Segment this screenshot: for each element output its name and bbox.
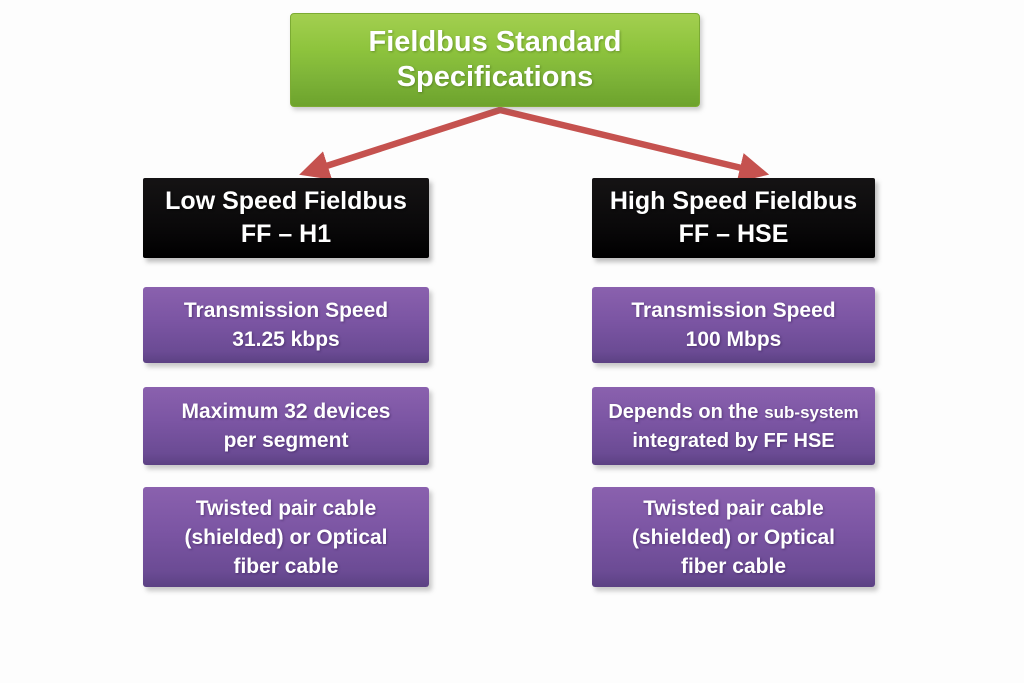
spec-text-line: (shielded) or Optical: [631, 525, 836, 549]
spec-text-line: Transmission Speed: [631, 299, 836, 322]
header-high-line-1: High Speed Fieldbus: [609, 187, 858, 215]
spec-low-max-devices: Maximum 32 devices per segment: [143, 387, 429, 465]
spec-text-line: 31.25 kbps: [232, 328, 340, 351]
spec-text-line: (shielded) or Optical: [184, 525, 388, 549]
spec-text-line: Depends on the sub-system: [608, 397, 858, 427]
spec-text-line: Twisted pair cable: [643, 496, 824, 520]
spec-text-segment: Depends on the: [608, 400, 759, 423]
header-low-speed-fieldbus: Low Speed Fieldbus FF – H1: [143, 178, 429, 258]
header-high-line-2: FF – HSE: [678, 220, 789, 248]
spec-text-line: fiber cable: [680, 554, 787, 578]
header-low-line-1: Low Speed Fieldbus: [165, 187, 407, 215]
header-high-speed-fieldbus: High Speed Fieldbus FF – HSE: [592, 178, 875, 258]
title-box: Fieldbus Standard Specifications: [290, 13, 700, 107]
spec-text-line: Maximum 32 devices: [181, 400, 391, 423]
spec-low-transmission-speed: Transmission Speed 31.25 kbps: [143, 287, 429, 363]
spec-high-depends-subsystem: Depends on the sub-system integrated by …: [592, 387, 875, 465]
spec-text-line: per segment: [223, 429, 349, 452]
spec-text-line: fiber cable: [233, 554, 339, 578]
spec-text-line: Twisted pair cable: [195, 496, 377, 520]
spec-text-segment: sub-system: [764, 402, 859, 422]
spec-text-line: integrated by FF HSE: [632, 429, 835, 452]
arrow-down-left-icon: [299, 106, 504, 180]
title-line-1: Fieldbus Standard: [368, 26, 622, 58]
title-line-2: Specifications: [396, 61, 594, 93]
spec-low-cable-type: Twisted pair cable (shielded) or Optical…: [143, 487, 429, 587]
spec-text-line: Transmission Speed: [183, 299, 389, 322]
spec-high-cable-type: Twisted pair cable (shielded) or Optical…: [592, 487, 875, 587]
spec-high-transmission-speed: Transmission Speed 100 Mbps: [592, 287, 875, 363]
spec-text-line: 100 Mbps: [685, 328, 782, 351]
arrow-down-right-icon: [496, 106, 770, 183]
header-low-line-2: FF – H1: [240, 220, 332, 248]
